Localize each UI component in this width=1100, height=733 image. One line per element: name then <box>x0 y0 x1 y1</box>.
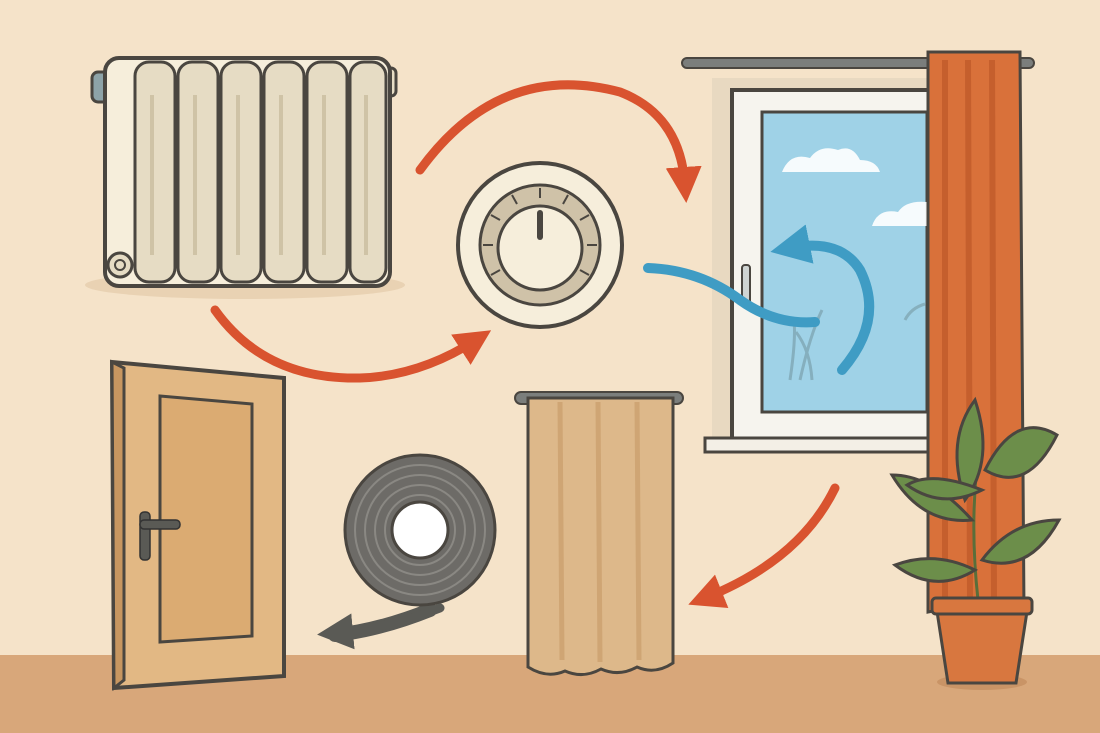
cold-draft-arrow <box>643 224 875 375</box>
window-icon <box>681 57 1035 454</box>
houseplant-icon <box>889 396 1062 690</box>
radiator-icon <box>85 56 405 299</box>
thermostat-dial-icon <box>456 161 624 329</box>
door-icon <box>109 359 286 692</box>
thermal-curtain-panel-icon <box>514 391 684 676</box>
seal-tape-arrow <box>317 603 445 650</box>
warm-air-arrow <box>210 80 840 609</box>
curtain-icon <box>926 50 1026 614</box>
